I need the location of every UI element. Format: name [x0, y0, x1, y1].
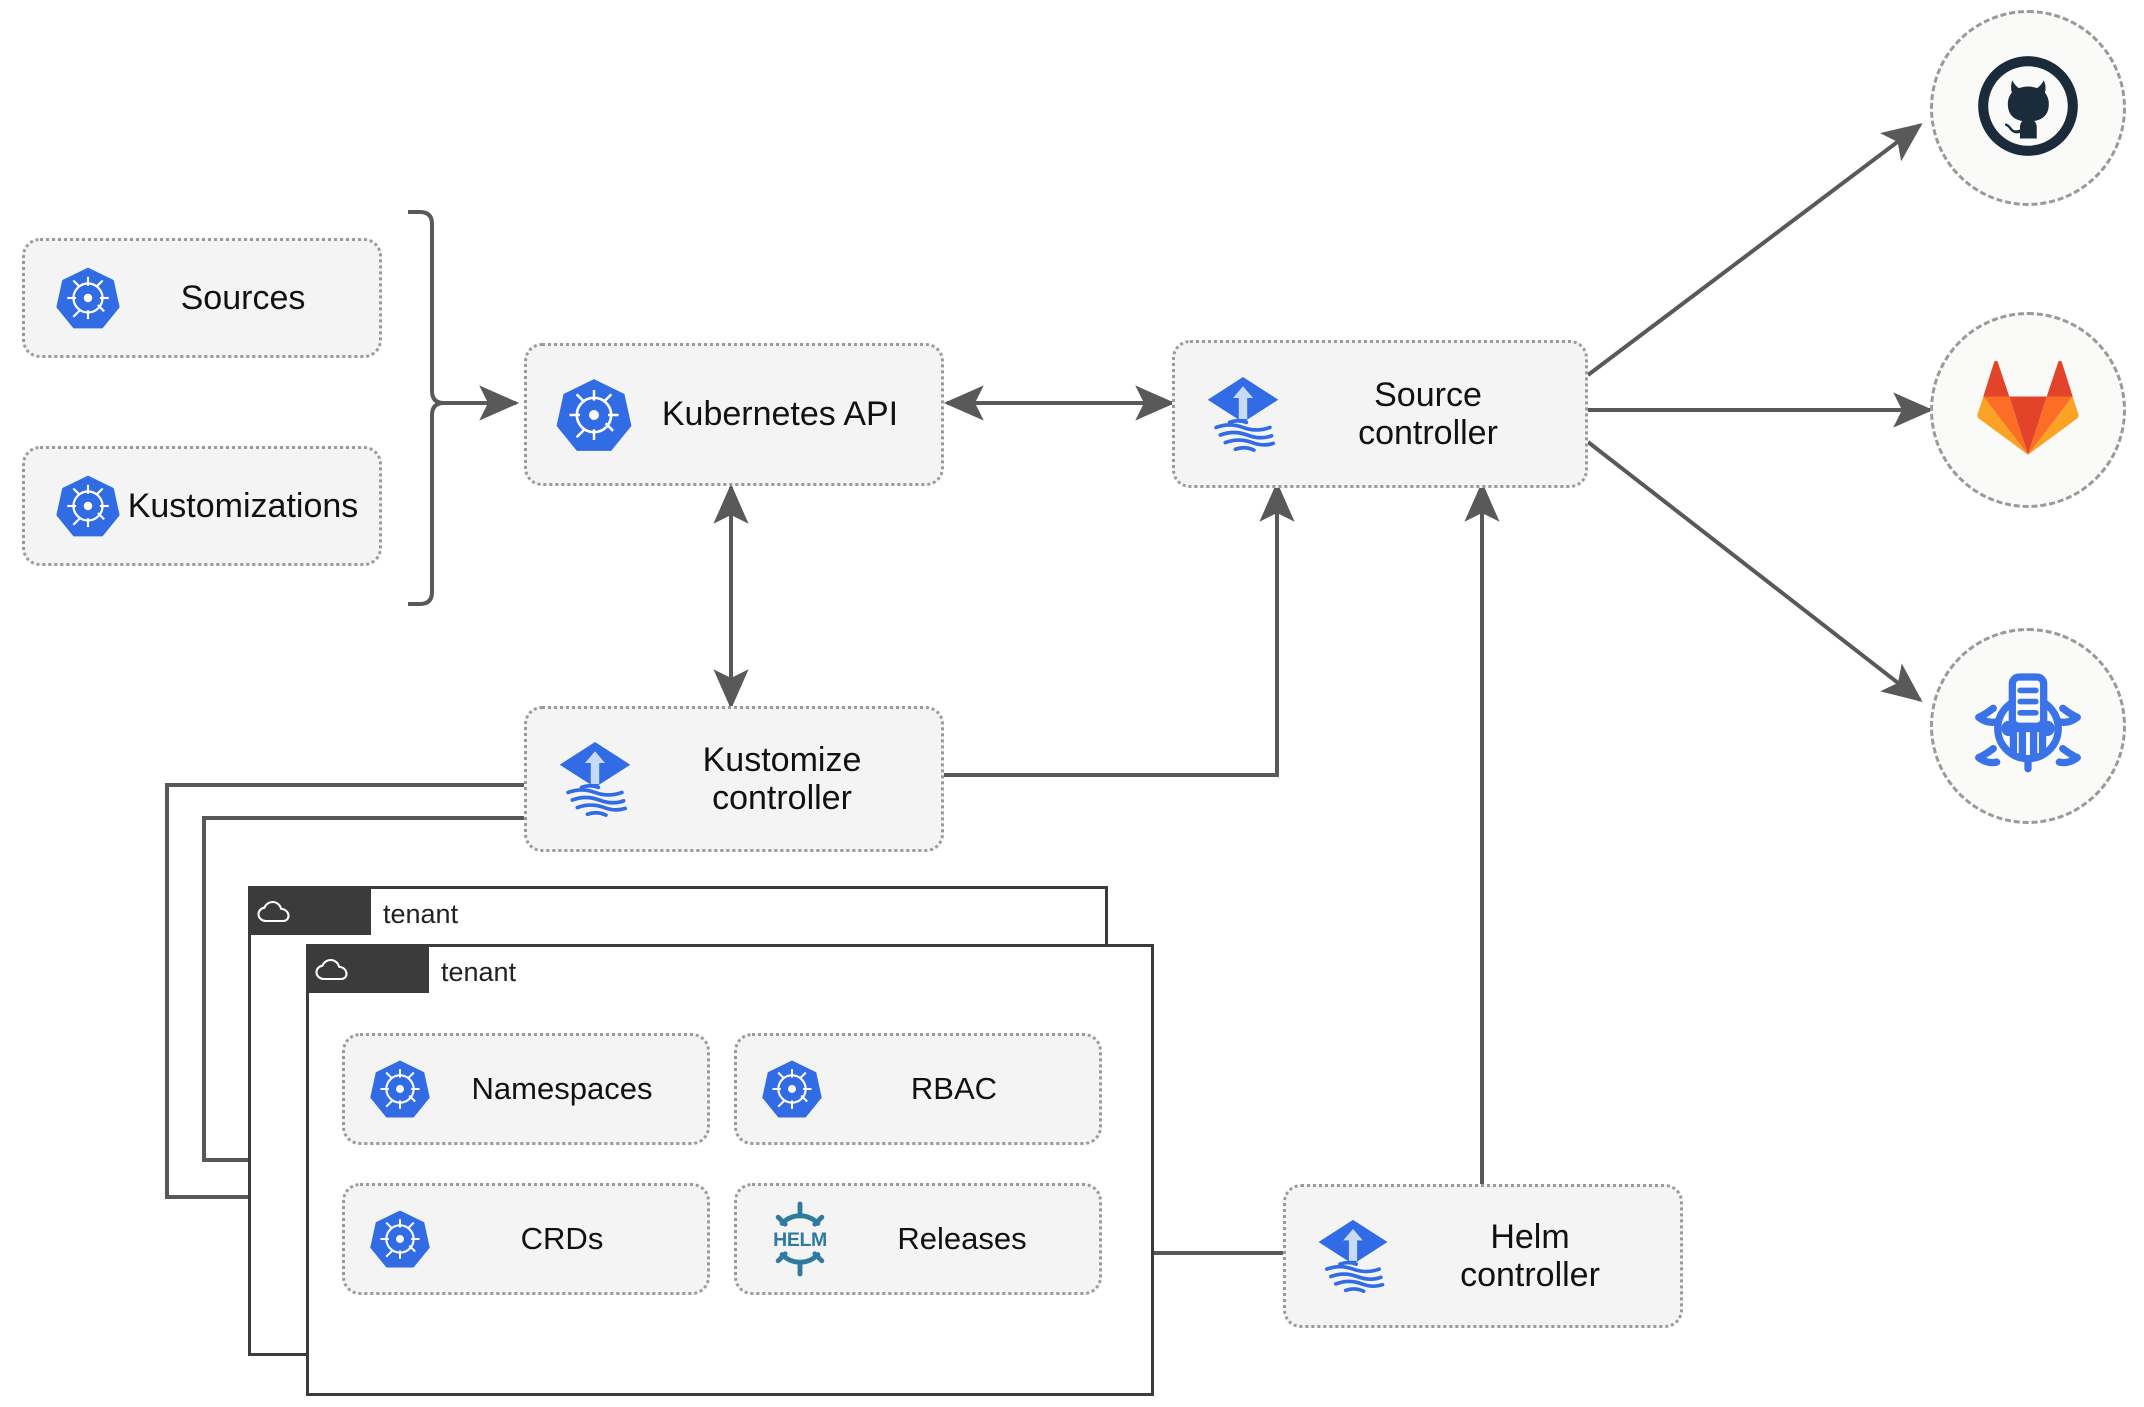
- github-icon: [1972, 50, 2084, 167]
- gitlab-icon: [1976, 358, 2080, 463]
- flux-icon: [1201, 372, 1285, 456]
- group-bracket: [408, 210, 445, 606]
- kubernetes-icon: [369, 1058, 431, 1120]
- edge-source-to-helmrepo: [1586, 440, 1923, 702]
- endpoint-helm-repository[interactable]: [1930, 628, 2126, 824]
- flux-icon: [1312, 1215, 1394, 1297]
- node-kustomizations[interactable]: Kustomizations: [22, 446, 382, 566]
- endpoint-github[interactable]: [1930, 10, 2126, 206]
- node-rbac[interactable]: RBAC: [734, 1033, 1102, 1145]
- node-label: RBAC: [910, 1070, 998, 1106]
- kubernetes-icon: [55, 473, 121, 539]
- node-label: Kubernetes API: [661, 395, 899, 434]
- kubernetes-icon: [555, 376, 633, 454]
- edge-kustomize-to-source: [944, 481, 1295, 777]
- node-label: Kustomize controller: [702, 740, 862, 817]
- node-label: Sources: [180, 278, 306, 317]
- node-source-controller[interactable]: Source controller: [1172, 340, 1588, 488]
- kubernetes-icon: [55, 265, 121, 331]
- tenant-frame-front: tenant: [306, 944, 1154, 1396]
- tenant-tab-front: [309, 947, 429, 993]
- kubernetes-icon: [761, 1058, 823, 1120]
- tenant-label-front: tenant: [441, 957, 517, 987]
- node-helm-controller[interactable]: Helm controller: [1283, 1184, 1683, 1328]
- node-label: Namespaces: [471, 1070, 653, 1106]
- helm-bucket-icon: [1972, 668, 2084, 785]
- endpoint-gitlab[interactable]: [1930, 312, 2126, 508]
- node-label: Source controller: [1358, 375, 1498, 452]
- node-label: Helm controller: [1460, 1217, 1600, 1294]
- helm-icon: HELM: [761, 1200, 839, 1278]
- edge-source-to-github: [1586, 123, 1923, 377]
- cloud-icon: [251, 889, 297, 935]
- node-sources[interactable]: Sources: [22, 238, 382, 358]
- cloud-icon: [309, 947, 355, 993]
- node-label: CRDs: [520, 1220, 604, 1256]
- node-crds[interactable]: CRDs: [342, 1183, 710, 1295]
- node-kustomize-controller[interactable]: Kustomize controller: [524, 706, 944, 852]
- kubernetes-icon: [369, 1208, 431, 1270]
- svg-text:HELM: HELM: [773, 1229, 827, 1251]
- tenant-label-back: tenant: [383, 899, 459, 929]
- tenant-tab-back: [251, 889, 371, 935]
- node-releases[interactable]: HELM Releases: [734, 1183, 1102, 1295]
- node-namespaces[interactable]: Namespaces: [342, 1033, 710, 1145]
- node-kubernetes-api[interactable]: Kubernetes API: [524, 343, 944, 486]
- node-label: Releases: [897, 1220, 1027, 1256]
- node-label: Kustomizations: [127, 486, 359, 525]
- flux-icon: [553, 737, 637, 821]
